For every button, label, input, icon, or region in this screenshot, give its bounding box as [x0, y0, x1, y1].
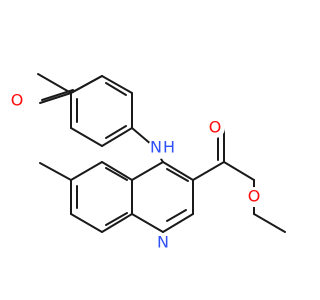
oxygen-carbonyl-label-bg [205, 118, 225, 138]
molecule-diagram: O N H O O N [7, 73, 286, 253]
bond [70, 161, 103, 181]
oxygen-carbonyl-label: O [209, 118, 222, 137]
bond [105, 212, 128, 226]
bond [101, 161, 133, 181]
amine-nitrogen-label: N [150, 138, 162, 157]
quinoline-nitrogen-label-bg [153, 233, 173, 253]
oxygen-ketone-label: O [11, 91, 24, 110]
bond [192, 161, 225, 181]
bond [131, 161, 164, 181]
bond [131, 213, 164, 233]
quinoline-nitrogen-label: N [157, 233, 169, 252]
oxygen-ester-label-bg [244, 187, 264, 207]
bond [166, 209, 187, 222]
bond [131, 127, 153, 146]
bond [162, 213, 194, 233]
oxygen-ester-label: O [248, 187, 261, 206]
amine-nitrogen-label-bg [148, 137, 170, 159]
bond [39, 92, 72, 104]
bond [101, 75, 133, 94]
bond [162, 161, 194, 181]
oxygen-ketone-label-bg [7, 91, 27, 111]
amine-hydrogen-label: H [163, 138, 175, 157]
bond [253, 213, 286, 233]
bond [39, 162, 72, 181]
bond [223, 161, 255, 181]
bond [105, 125, 127, 139]
bond [37, 73, 72, 94]
bond [105, 82, 127, 96]
bond [105, 167, 128, 181]
bond [166, 168, 189, 182]
bond [101, 127, 133, 147]
bond [70, 127, 103, 147]
bond [41, 89, 74, 101]
bond [70, 213, 103, 233]
bond [101, 213, 133, 233]
bond [70, 75, 103, 94]
